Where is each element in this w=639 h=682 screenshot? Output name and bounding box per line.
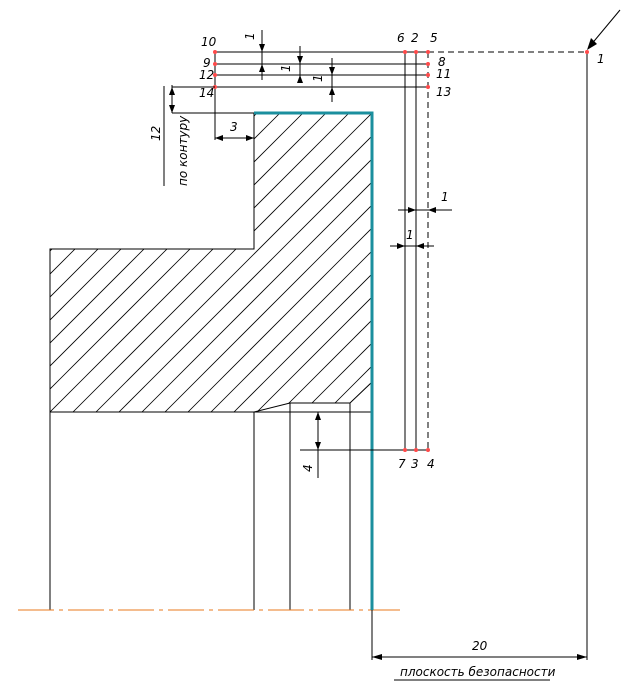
hatch-line bbox=[87, 113, 372, 412]
hatch-line bbox=[64, 113, 372, 412]
point-label-3: 3 bbox=[411, 457, 419, 471]
dimension-20: 20 плоскость безопасности bbox=[372, 639, 587, 681]
dimension-1-right: 1 bbox=[398, 190, 452, 213]
point-label-9: 9 bbox=[203, 56, 211, 70]
point-label-4: 4 bbox=[427, 457, 435, 471]
hatch-line bbox=[317, 113, 372, 412]
point-label-12: 12 bbox=[199, 68, 214, 82]
hatch-line bbox=[456, 0, 639, 420]
dimension-1-mid-a: 1 bbox=[279, 46, 303, 83]
point-label-8: 8 bbox=[438, 55, 446, 69]
dimension-12-label: 12 bbox=[149, 126, 163, 141]
hatch-line bbox=[433, 0, 639, 420]
dimension-1-top-label: 1 bbox=[243, 32, 257, 40]
dimension-4-label: 4 bbox=[301, 464, 315, 472]
part-section bbox=[49, 0, 639, 420]
dimension-1-top: 1 bbox=[243, 30, 265, 80]
hatch-line bbox=[133, 113, 372, 412]
hatch-line bbox=[50, 113, 279, 412]
dimension-1-right-label: 1 bbox=[441, 190, 449, 204]
point-markers bbox=[213, 50, 589, 452]
hatch-line bbox=[50, 113, 187, 412]
dimension-3: 3 bbox=[215, 120, 254, 141]
hatch-line bbox=[202, 113, 372, 412]
dimension-1-lower-label: 1 bbox=[406, 228, 414, 242]
hatch-line bbox=[248, 113, 372, 412]
dimension-3-label: 3 bbox=[230, 120, 238, 134]
hatch-line bbox=[156, 113, 372, 412]
point-label-6: 6 bbox=[397, 31, 405, 45]
hatch-line bbox=[50, 113, 141, 412]
hatch-line bbox=[179, 113, 372, 412]
hatch-line bbox=[110, 113, 372, 412]
safety-plane-note: плоскость безопасности bbox=[400, 665, 556, 679]
point-label-13: 13 bbox=[436, 85, 451, 99]
point-label-2: 2 bbox=[411, 31, 419, 45]
point-labels: 1 6 2 5 10 9 12 14 8 11 13 7 3 4 bbox=[199, 31, 605, 471]
hatch-line bbox=[50, 113, 372, 412]
hatch-line bbox=[294, 113, 372, 412]
point-label-5: 5 bbox=[430, 31, 438, 45]
hatch-line bbox=[271, 113, 372, 412]
part-outline bbox=[49, 112, 373, 413]
dimension-4: 4 bbox=[301, 412, 321, 478]
dimension-1-mid-b: 1 bbox=[311, 58, 335, 102]
dimension-1-lower: 1 bbox=[390, 228, 434, 249]
point-label-7: 7 bbox=[398, 457, 406, 471]
hatch-line bbox=[479, 0, 639, 420]
dimension-1-mid-b-label: 1 bbox=[311, 74, 325, 82]
tool-contour-path bbox=[254, 111, 374, 610]
hatch-line bbox=[225, 113, 372, 412]
vertical-pass-lines bbox=[371, 52, 588, 660]
approach-arrow bbox=[587, 9, 621, 50]
point-label-11: 11 bbox=[436, 67, 451, 81]
dimension-12: 12 по контуру bbox=[149, 85, 254, 186]
point-label-10: 10 bbox=[201, 35, 217, 49]
dimension-1-mid-a-label: 1 bbox=[279, 64, 293, 72]
point-label-14: 14 bbox=[199, 86, 214, 100]
hatch-line bbox=[340, 113, 372, 412]
contour-note: по контуру bbox=[176, 115, 190, 186]
hatch-line bbox=[50, 113, 371, 412]
section-hatching bbox=[50, 0, 639, 420]
point-label-1: 1 bbox=[597, 52, 605, 66]
dimension-20-label: 20 bbox=[472, 639, 488, 653]
part-lower-body bbox=[49, 403, 372, 610]
